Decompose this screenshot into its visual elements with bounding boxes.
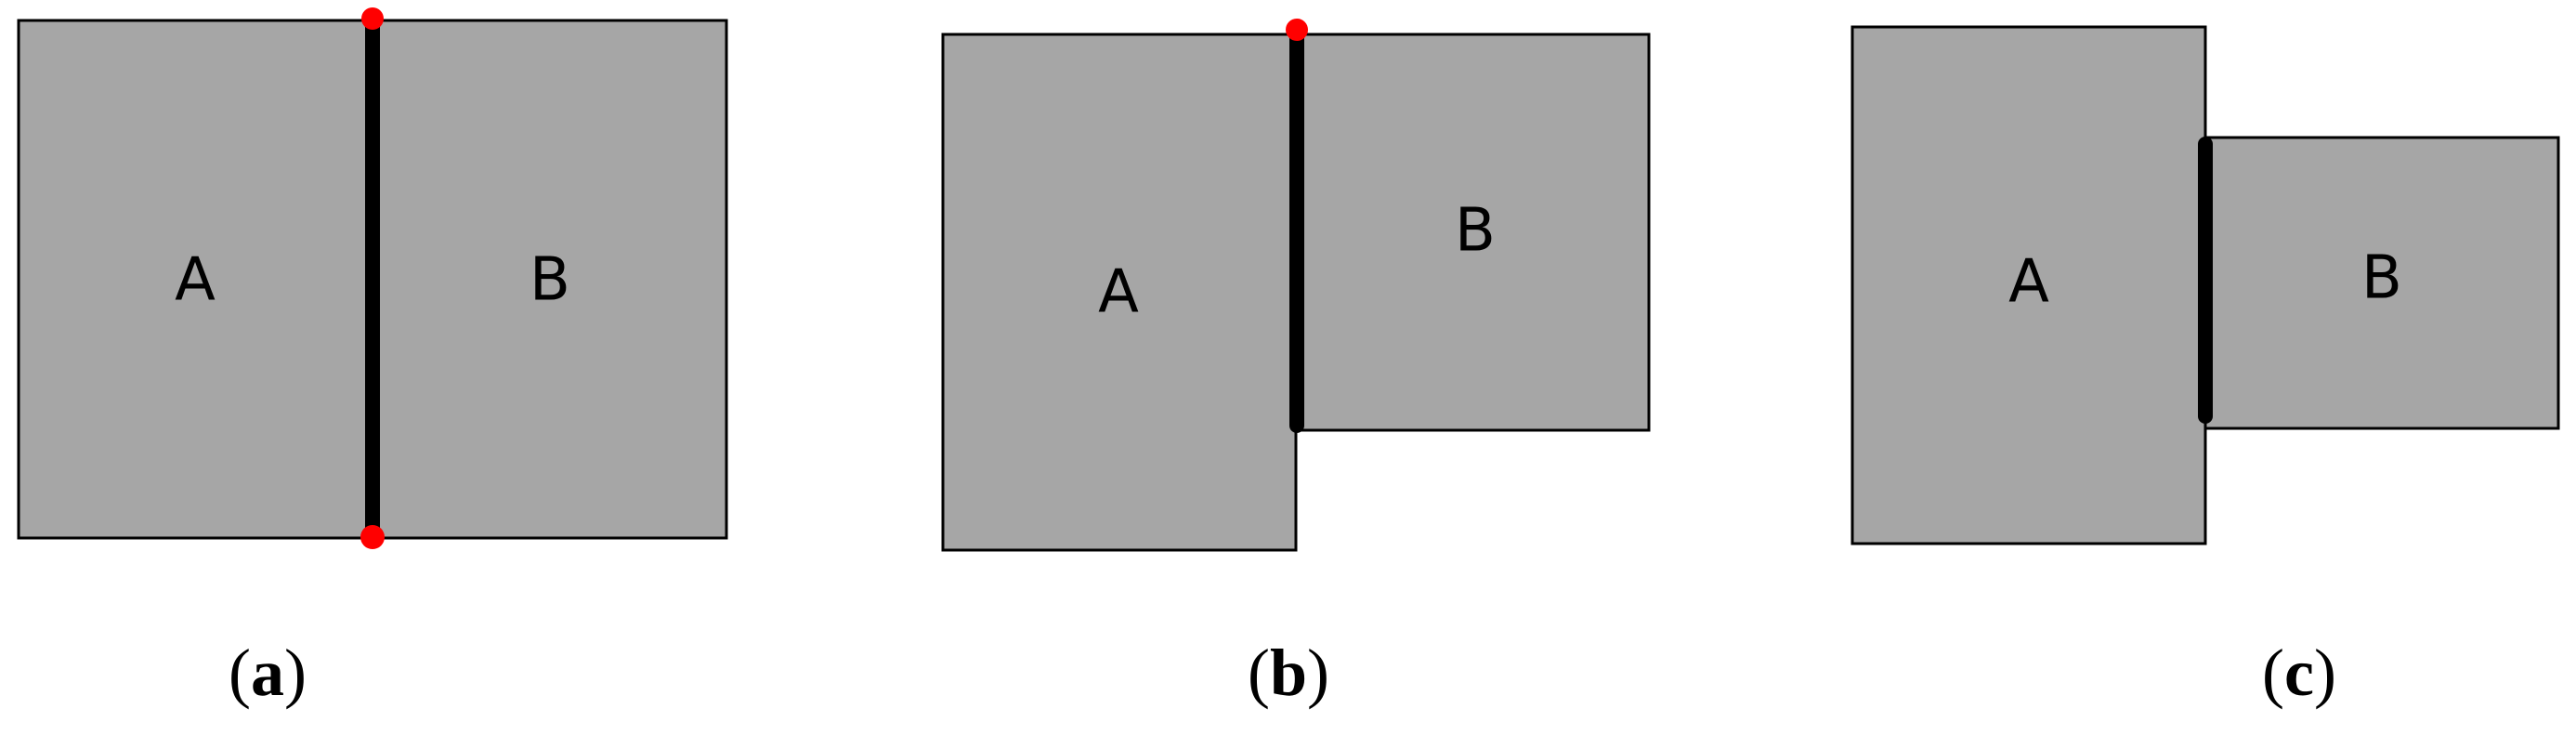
edge-endpoint-top	[1286, 19, 1308, 41]
caption-a: (a)	[229, 636, 307, 710]
panel-a: A B (a)	[17, 7, 728, 710]
edge-endpoint-top	[361, 7, 384, 30]
block-a	[17, 19, 374, 540]
block-b-label: B	[2361, 244, 2402, 313]
block-a	[941, 33, 1298, 552]
caption-c: (c)	[2262, 636, 2336, 710]
caption-b: (b)	[1248, 636, 1329, 710]
panel-b: A B (b)	[941, 19, 1651, 710]
block-a-label: A	[1098, 258, 1139, 327]
edge-endpoint-bottom	[360, 525, 385, 549]
panel-c: A B (c)	[1850, 25, 2560, 710]
caption-letter: a	[251, 636, 284, 710]
block-b	[2203, 136, 2560, 430]
caption-letter: c	[2284, 636, 2314, 710]
block-a-label: A	[2008, 248, 2049, 317]
block-b-label: B	[1455, 197, 1496, 266]
block-b-label: B	[530, 246, 570, 315]
block-b	[1294, 33, 1651, 432]
caption-letter: b	[1270, 636, 1307, 710]
block-b	[371, 19, 728, 540]
block-a-label: A	[175, 246, 216, 315]
